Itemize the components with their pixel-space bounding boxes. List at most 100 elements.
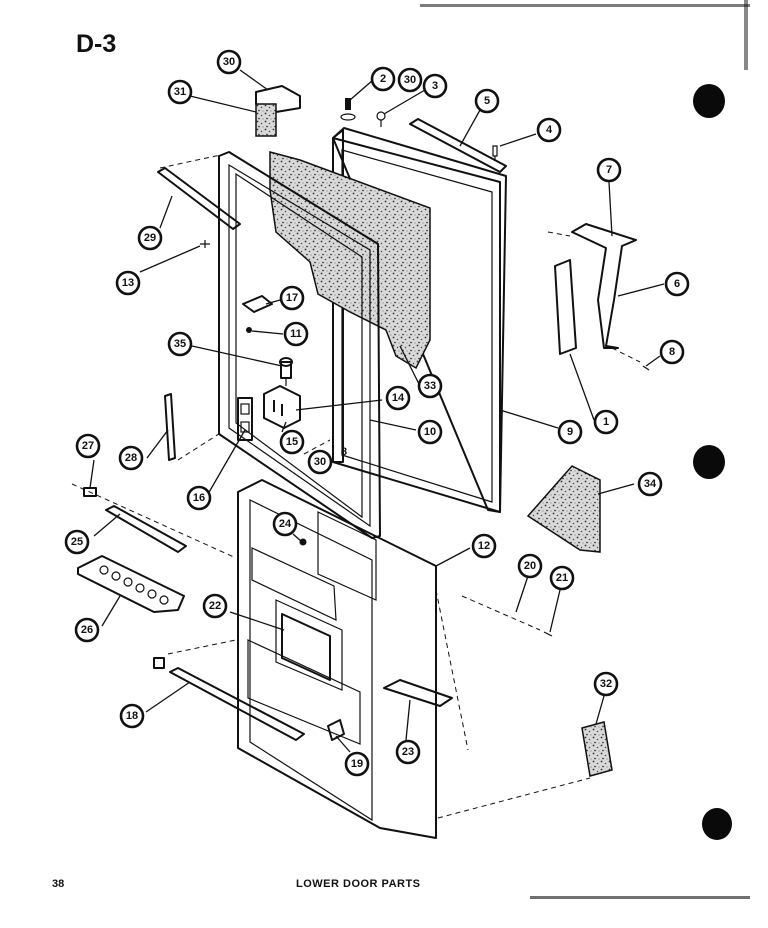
callout-label: 10 xyxy=(424,426,436,438)
callout-c24: 24 xyxy=(272,511,298,537)
callout-label: 20 xyxy=(524,560,536,572)
scan-edge xyxy=(530,896,750,899)
callout-label: 3 xyxy=(432,80,438,92)
callout-c4: 4 xyxy=(536,117,562,143)
bin-part xyxy=(383,679,453,707)
callout-label: 33 xyxy=(424,380,436,392)
callout-label: 21 xyxy=(556,572,568,584)
callout-label: 16 xyxy=(193,492,205,504)
rod-part xyxy=(461,595,541,631)
assembly-guides xyxy=(71,153,641,819)
callout-label: 8 xyxy=(669,346,675,358)
callout-c28: 28 xyxy=(118,445,144,471)
callout-label: 14 xyxy=(392,392,405,404)
page-number: 38 xyxy=(52,878,65,890)
callout-c25: 25 xyxy=(64,529,90,555)
callout-c23: 23 xyxy=(395,739,421,765)
screw-part xyxy=(200,240,210,248)
callout-c31: 31 xyxy=(167,79,193,105)
spring-part xyxy=(279,357,293,386)
callout-label: 34 xyxy=(644,478,657,490)
callout-c2: 2 xyxy=(370,66,396,92)
outer-door-panel xyxy=(332,127,507,513)
side-bracket-part xyxy=(571,223,637,349)
page-caption: LOWER DOOR PARTS xyxy=(296,878,421,890)
callout-label: 5 xyxy=(484,95,490,107)
callout-c19: 19 xyxy=(344,751,370,777)
side-rail-part xyxy=(554,259,577,355)
callout-c10: 10 xyxy=(417,419,443,445)
callout-c21: 21 xyxy=(549,565,575,591)
upper-trim-part xyxy=(157,167,241,230)
switch-plate-part xyxy=(237,397,253,441)
egg-tray-part xyxy=(77,555,185,613)
callout-label: 13 xyxy=(122,277,134,289)
panel-insert-part xyxy=(281,613,331,681)
binder-hole xyxy=(702,808,732,840)
callout-label: 27 xyxy=(82,440,94,452)
foam-pad-part xyxy=(581,721,613,777)
callout-c7: 7 xyxy=(596,157,622,183)
callout-c29a: 29 xyxy=(137,225,163,251)
callout-label: 30 xyxy=(404,74,416,86)
callout-c20: 20 xyxy=(517,553,543,579)
inline-label: 8 xyxy=(341,446,347,458)
section-id: D-3 xyxy=(76,30,117,58)
callout-label: 1 xyxy=(603,416,609,428)
latch-part xyxy=(327,719,345,741)
bottom-shelf-bar xyxy=(169,667,305,741)
knob-part xyxy=(299,538,307,546)
callout-c35: 35 xyxy=(167,331,193,357)
callout-label: 18 xyxy=(126,710,138,722)
callout-c26: 26 xyxy=(74,617,100,643)
screw-part xyxy=(492,145,498,161)
callout-c30b: 30 xyxy=(397,67,423,93)
callout-c15: 15 xyxy=(279,429,305,455)
callout-label: 12 xyxy=(478,540,490,552)
callout-label: 32 xyxy=(600,678,612,690)
callout-label: 15 xyxy=(286,436,298,448)
callout-c13: 13 xyxy=(115,270,141,296)
callout-label: 30 xyxy=(223,56,235,68)
scan-edge xyxy=(420,4,750,7)
callout-label: 2 xyxy=(380,73,386,85)
binder-hole xyxy=(693,445,725,479)
callout-label: 35 xyxy=(174,338,186,350)
callout-label: 19 xyxy=(351,758,363,770)
hinge-bracket-part xyxy=(263,385,301,429)
callout-label: 31 xyxy=(174,86,186,98)
screw-part xyxy=(543,631,553,637)
lower-door-liner xyxy=(237,479,437,839)
callout-c8a: 8 xyxy=(659,339,685,365)
scan-edge xyxy=(744,0,748,70)
callout-label: 28 xyxy=(125,452,137,464)
callout-c9: 9 xyxy=(557,419,583,445)
callout-c30a: 30 xyxy=(216,49,242,75)
callout-label: 25 xyxy=(71,536,83,548)
callout-c32: 32 xyxy=(593,671,619,697)
callout-c6: 6 xyxy=(664,271,690,297)
callout-label: 30 xyxy=(314,456,326,468)
nut-part xyxy=(246,327,252,333)
callout-label: 7 xyxy=(606,164,612,176)
leader-lines xyxy=(89,69,665,753)
callout-label: 22 xyxy=(209,600,221,612)
callout-label: 24 xyxy=(279,518,292,530)
bracket-part xyxy=(242,295,273,313)
callout-c36: 30 xyxy=(307,449,333,475)
callout-c1: 1 xyxy=(593,409,619,435)
callout-c33: 33 xyxy=(417,373,443,399)
callout-label: 23 xyxy=(402,746,414,758)
top-hinge-part xyxy=(255,85,301,137)
callout-label: 9 xyxy=(567,426,573,438)
callout-c16: 16 xyxy=(186,485,212,511)
bracket-part xyxy=(153,657,165,669)
callout-c12: 12 xyxy=(471,533,497,559)
callout-label: 29 xyxy=(144,232,156,244)
callout-c5: 5 xyxy=(474,88,500,114)
shelf-rail-part xyxy=(105,505,187,553)
insulation-slab xyxy=(269,151,431,370)
callout-label: 6 xyxy=(674,278,680,290)
